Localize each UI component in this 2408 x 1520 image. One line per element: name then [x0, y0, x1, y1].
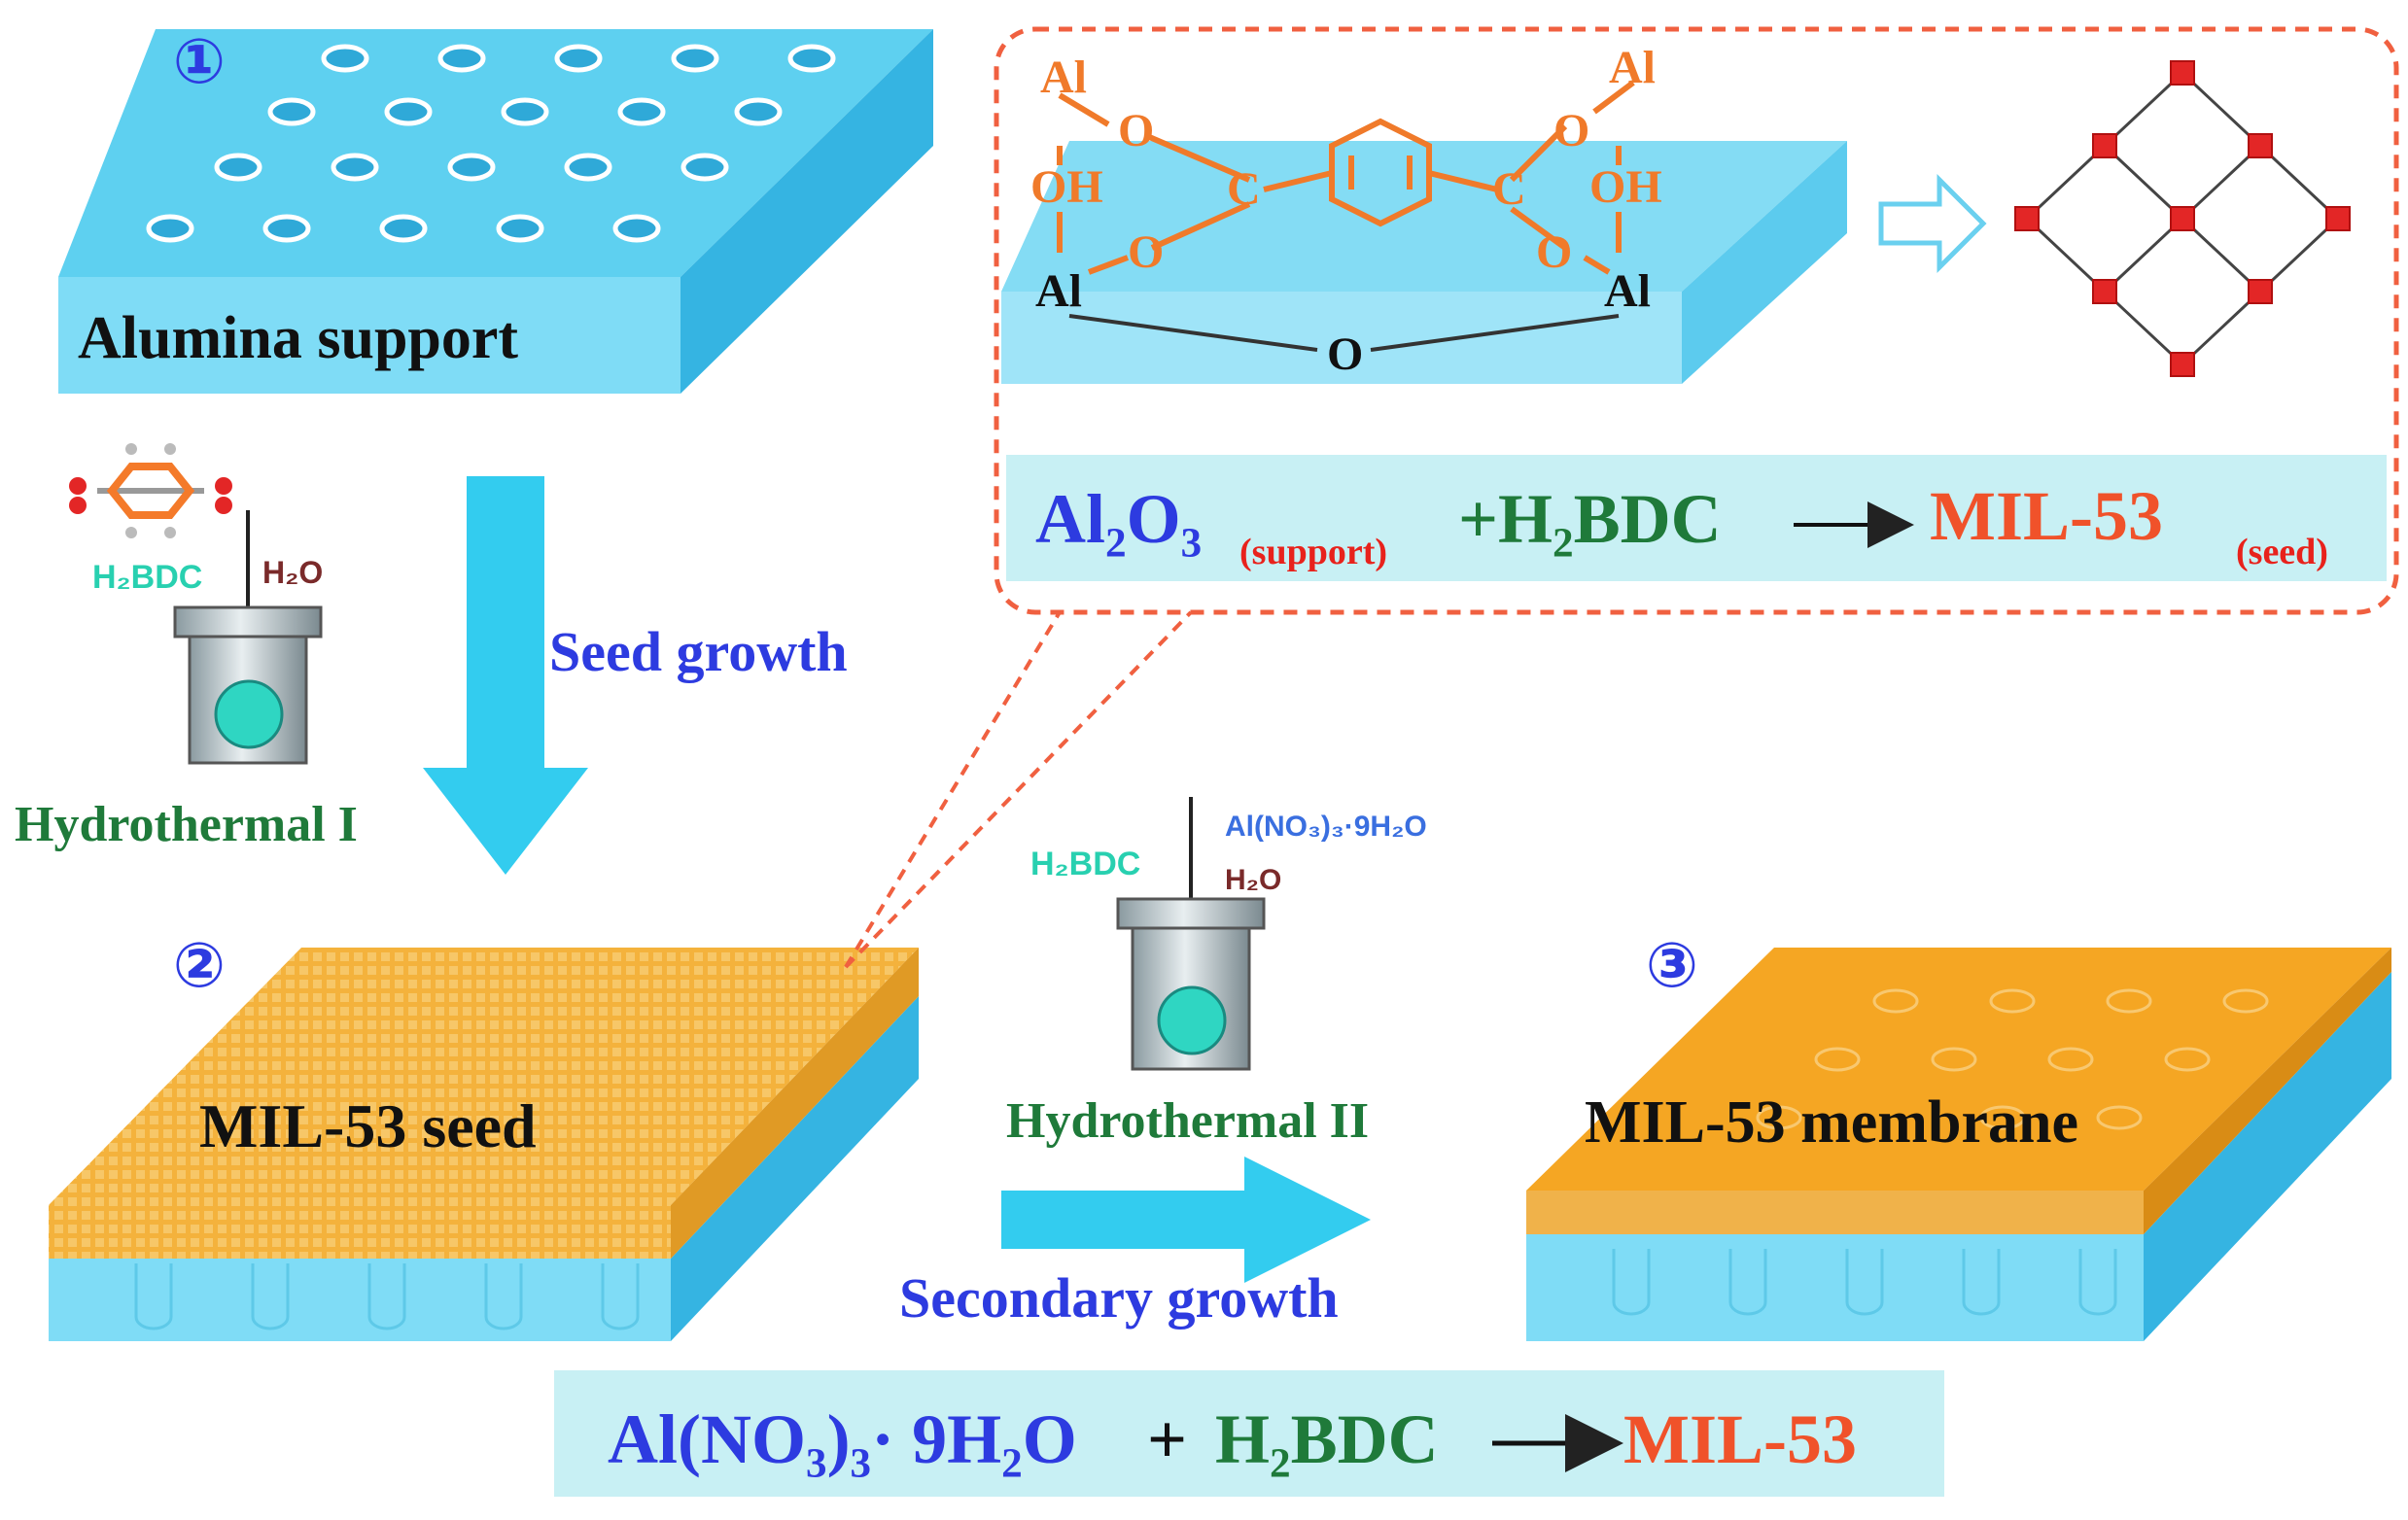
- inset-callout-box: [994, 26, 2399, 615]
- bottom-eq-reactant1: Al(NO₃)₃· 9H₂O: [608, 1400, 1077, 1478]
- bottom-eq-reactant2: H₂BDC: [1215, 1400, 1439, 1478]
- h1-solvent-label: H₂O: [262, 555, 323, 590]
- atom-oh-left: OH: [1030, 161, 1103, 213]
- h1-ligand-label: H₂BDC: [92, 559, 202, 596]
- seed-growth-arrow: [423, 476, 588, 875]
- callout-line-right: [844, 610, 1193, 969]
- atom-o-mid-left: O: [1128, 226, 1164, 278]
- h2bdc-molecule-icon: [69, 443, 232, 538]
- bottom-eq-product: MIL-53: [1623, 1400, 1857, 1478]
- bottom-equation-band: [554, 1370, 1944, 1497]
- atom-o-top-left: O: [1118, 105, 1154, 156]
- h2-salt-label: Al(NO₃)₃·9H₂O: [1225, 811, 1427, 843]
- atom-al-bottom-left: Al: [1035, 265, 1082, 317]
- support-pores: [146, 44, 836, 243]
- hydrothermal1-label: Hydrothermal I: [15, 797, 358, 852]
- atom-c-left: C: [1227, 163, 1261, 215]
- inset-linker-structure: [1057, 80, 1635, 275]
- atom-al-top-right: Al: [1609, 42, 1656, 93]
- inset-o-bridge-left: [1068, 314, 1318, 352]
- mil53-membrane-label: MIL-53 membrane: [1585, 1089, 2078, 1156]
- bottom-eq-plus: +: [1147, 1400, 1187, 1478]
- step2-number: ②: [173, 930, 226, 1000]
- callout-line-left: [844, 610, 1062, 969]
- inset-eq-reactant1-sub: (support): [1239, 532, 1387, 572]
- h2-solvent-label: H₂O: [1225, 864, 1281, 896]
- alumina-support-block: [58, 29, 933, 394]
- autoclave-icon-1: [173, 605, 323, 765]
- atom-o-bridge: O: [1327, 328, 1363, 380]
- atom-al-top-left: Al: [1040, 52, 1087, 103]
- atom-oh-right: OH: [1589, 161, 1662, 213]
- h2-ligand-label: H₂BDC: [1030, 846, 1140, 882]
- atom-c-right: C: [1492, 163, 1526, 215]
- inset-eq-product: MIL-53: [1930, 477, 2163, 555]
- inset-eq-reactant1: Al₂O₃: [1035, 480, 1202, 558]
- inset-eq-product-sub: (seed): [2236, 532, 2328, 572]
- step1-number: ①: [173, 26, 226, 96]
- atom-o-mid-right: O: [1536, 226, 1572, 278]
- atom-al-bottom-right: Al: [1604, 265, 1651, 317]
- inset-o-bridge-right: [1370, 314, 1620, 352]
- inset-support-slab: [1001, 141, 1847, 384]
- mof-lattice: [2014, 60, 2351, 377]
- seed-block: [49, 948, 919, 1341]
- alumina-support-label: Alumina support: [78, 305, 518, 371]
- inset-eq-plus-reactant2: +H₂BDC: [1458, 480, 1722, 558]
- inset-hollow-arrow: [1878, 173, 1987, 274]
- membrane-block: [1526, 948, 2391, 1341]
- inset-equation-band: [1006, 455, 2387, 581]
- mil53-seed-label: MIL-53 seed: [199, 1091, 537, 1160]
- hydrothermal2-label: Hydrothermal II: [1006, 1093, 1369, 1149]
- seed-growth-label: Seed growth: [549, 620, 848, 683]
- secondary-growth-arrow: [1001, 1157, 1371, 1283]
- step3-number: ③: [1646, 930, 1698, 1000]
- autoclave-icon-2: [1116, 897, 1266, 1071]
- atom-o-top-right: O: [1553, 105, 1589, 156]
- secondary-growth-label: Secondary growth: [899, 1266, 1339, 1330]
